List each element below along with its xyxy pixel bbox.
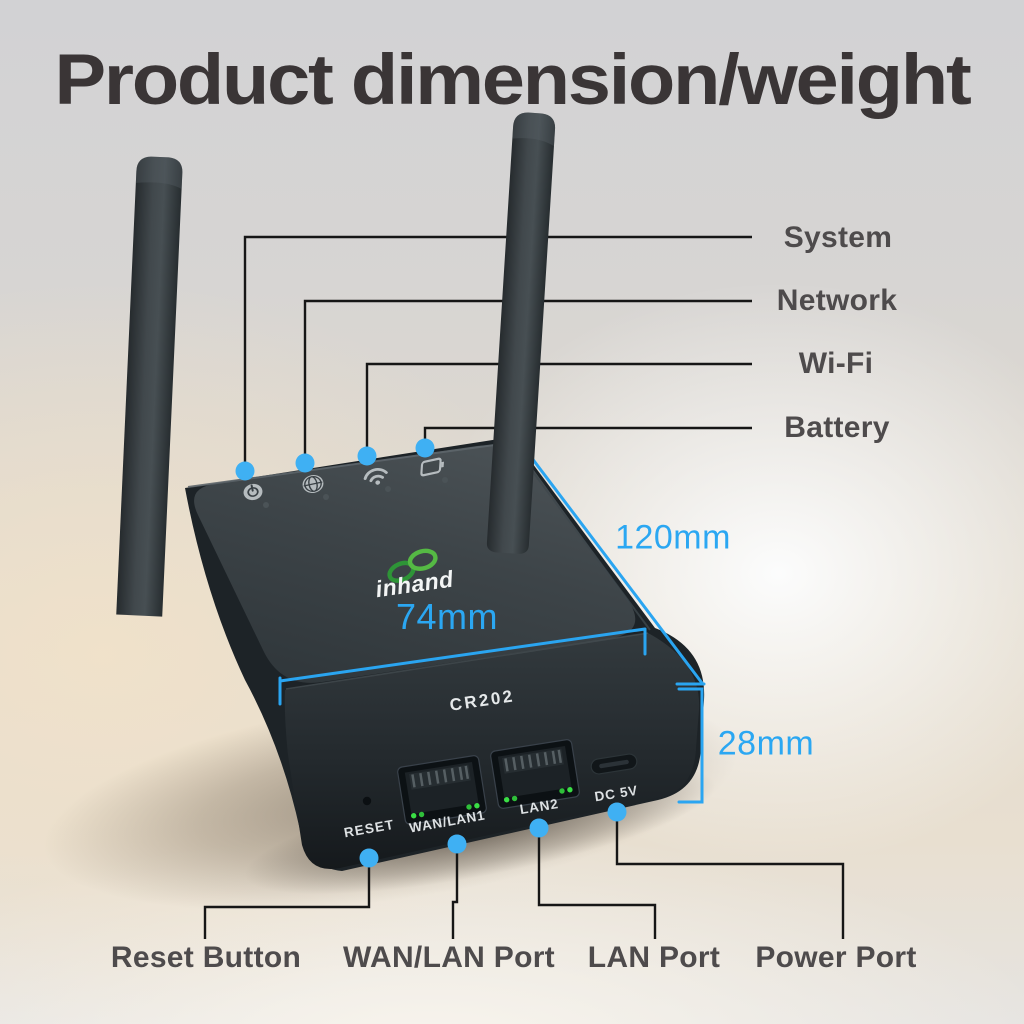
callout-label-system: System xyxy=(783,221,893,254)
power-text: DC 5V xyxy=(594,783,640,805)
power-line xyxy=(615,812,845,939)
led-icons xyxy=(243,457,448,508)
network-led xyxy=(323,494,329,500)
globe-icon xyxy=(302,475,324,493)
battery-dot xyxy=(415,438,435,458)
power-dot xyxy=(607,802,627,822)
network-dot xyxy=(295,453,315,473)
callout-label-wifi: Wi-Fi xyxy=(798,347,874,380)
wan-dot xyxy=(447,834,467,854)
dimension-lines xyxy=(278,444,706,804)
battery-icon xyxy=(420,457,445,477)
dim-width-line xyxy=(278,627,647,706)
reset-dot xyxy=(359,848,379,868)
wifi-dot xyxy=(357,446,377,466)
right-antenna xyxy=(486,112,556,554)
dim-height-bracket xyxy=(677,687,704,804)
dimension-height-label: 28mm xyxy=(717,724,815,763)
lan-line xyxy=(537,828,657,939)
callout-dots xyxy=(235,438,627,868)
dimension-width-label: 74mm xyxy=(395,596,499,637)
wan-line xyxy=(451,844,459,939)
callout-label-power-port: Power Port xyxy=(755,941,917,974)
page-title: Product dimension/weight xyxy=(54,41,971,120)
lan-dot xyxy=(529,818,549,838)
lan-port xyxy=(490,739,580,809)
callout-label-lan-port: LAN Port xyxy=(587,941,721,974)
callout-label-network: Network xyxy=(776,284,898,317)
wan-lan-port xyxy=(397,755,487,825)
network-line xyxy=(303,299,752,463)
logo-swirl-right xyxy=(407,548,438,571)
usb-c-port xyxy=(590,753,638,775)
reset-pinhole xyxy=(362,796,372,806)
front-face xyxy=(284,633,700,870)
reset-line xyxy=(203,858,371,939)
callout-label-battery: Battery xyxy=(784,411,890,444)
wifi-icon xyxy=(363,468,388,485)
system-line xyxy=(243,235,752,471)
callout-label-wan-lan-port: WAN/LAN Port xyxy=(343,941,555,974)
callout-label-reset-button: Reset Button xyxy=(110,941,302,974)
battery-led xyxy=(442,477,448,483)
right-edge-shade xyxy=(512,444,651,631)
system-power-icon xyxy=(243,483,263,501)
lan-text: LAN2 xyxy=(519,796,560,817)
dimension-depth-label: 120mm xyxy=(615,518,731,557)
system-led xyxy=(263,502,269,508)
system-dot xyxy=(235,461,255,481)
wifi-led xyxy=(385,486,391,492)
front-edge-highlight xyxy=(285,632,649,690)
wifi-line xyxy=(365,362,752,456)
ports: RESET WAN/LAN1 LAN2 DC 5V xyxy=(343,739,639,840)
left-antenna xyxy=(116,156,183,617)
